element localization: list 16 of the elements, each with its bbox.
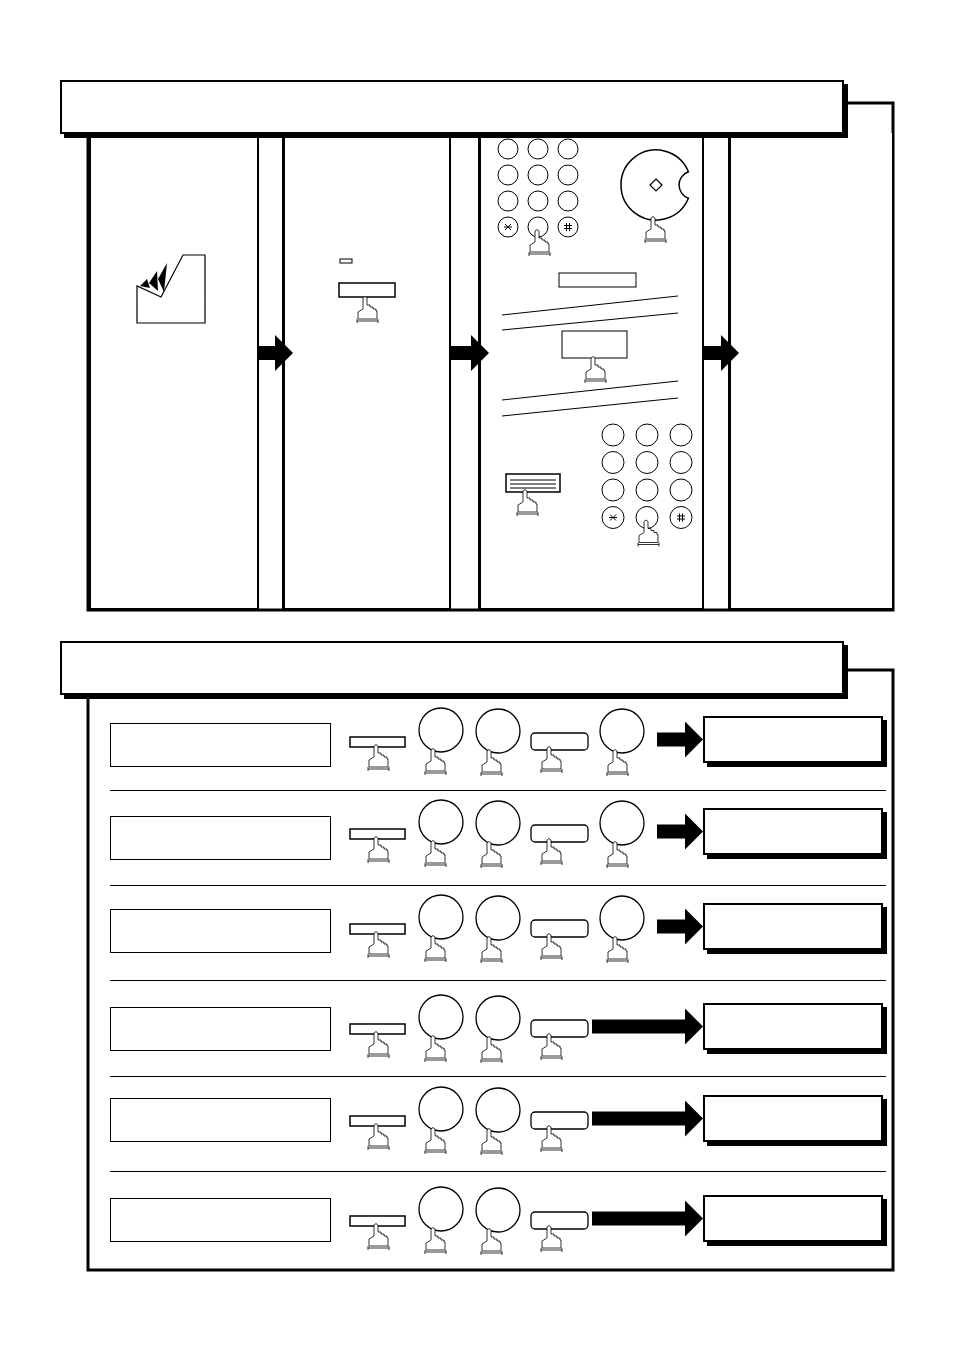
input-box <box>110 816 331 860</box>
input-box <box>110 909 331 953</box>
step-panel <box>728 133 894 611</box>
input-box <box>110 1007 331 1051</box>
block-arrow <box>592 1100 703 1137</box>
block-arrow <box>259 335 293 371</box>
block-arrow <box>657 908 703 945</box>
input-box <box>110 1098 331 1142</box>
block-arrow <box>657 721 703 758</box>
input-box <box>110 723 331 767</box>
block-arrow <box>592 1200 703 1237</box>
block-arrow <box>657 813 703 850</box>
block-arrow <box>451 335 489 371</box>
block-arrow <box>704 335 739 371</box>
input-box <box>110 1198 331 1242</box>
block-arrow <box>592 1008 703 1045</box>
